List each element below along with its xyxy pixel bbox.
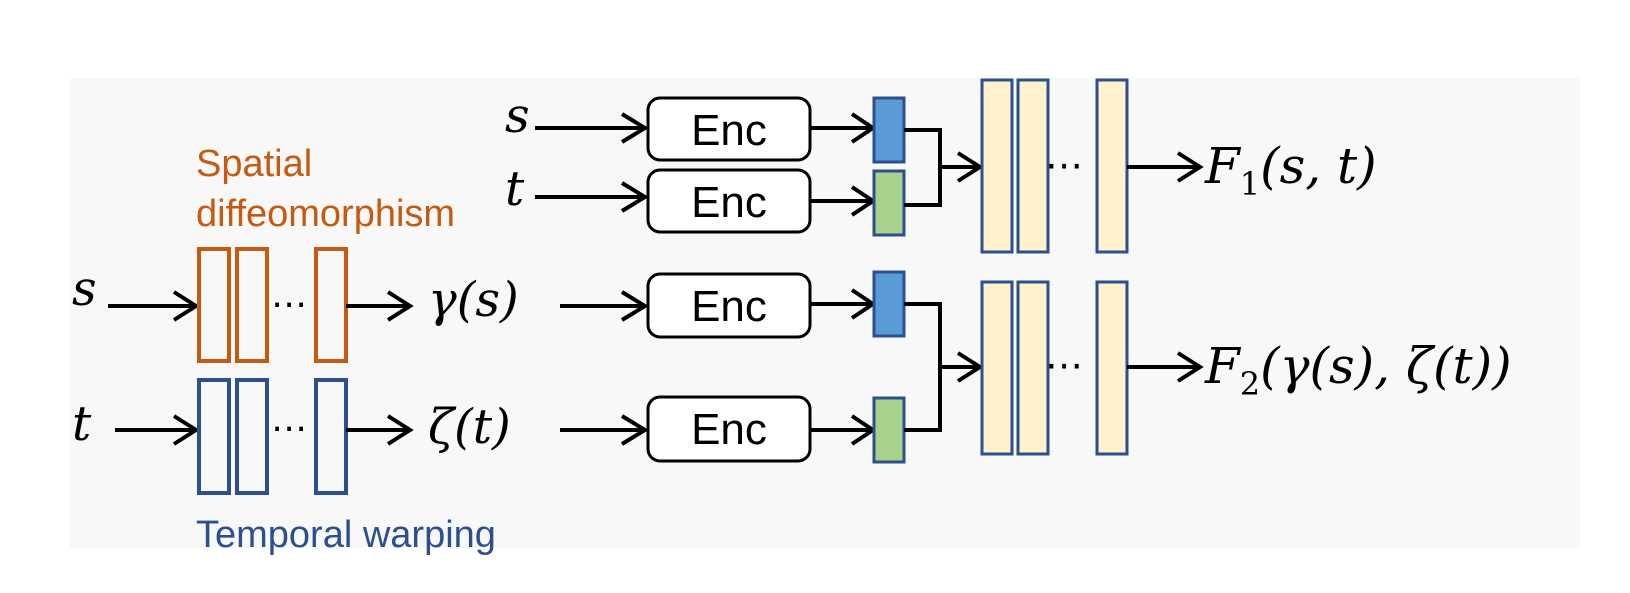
mlp-ellipsis: ⋯ [1045,145,1083,187]
concat-connector-bottom [904,302,984,432]
spatial-layer [197,247,231,363]
mlp-top: ⋯ [980,78,1129,254]
encoder-label: Enc [691,178,767,227]
input-s-bottom: s [72,261,97,317]
arrow-s-to-enc-top [535,112,649,144]
input-t-top: t [505,161,525,217]
spatial-feature-bottom [872,270,906,338]
mlp-layer [1016,280,1050,456]
mlp-bottom: ⋯ [980,280,1129,456]
encoder-t-top: Enc [646,168,812,234]
mlp-layer [980,78,1014,254]
warped-gamma-s: γ(s) [428,272,519,328]
background-panel [70,78,1580,548]
encoder-label: Enc [691,282,767,331]
temporal-feature-top [872,169,906,237]
temporal-warping-network: ⋯ [197,378,348,495]
mlp-layer [1095,78,1129,254]
arrow-mlp-to-f2 [1127,351,1204,383]
arrow-zeta-to-enc [560,414,649,446]
encoder-gamma: Enc [646,272,812,339]
spatial-label-line1: Spatial [196,143,312,185]
temporal-label: Temporal warping [196,514,496,556]
output-f2: F2(γ(s), ζ(t)) [1204,337,1512,403]
arrow-temporal-to-zeta [346,414,414,446]
mlp-layer [1016,78,1050,254]
mlp-layer [980,280,1014,456]
input-s-top: s [505,88,530,144]
encoder-zeta: Enc [646,395,812,463]
arrow-t-to-temporal [115,414,200,446]
spatial-label-line2: diffeomorphism [196,193,455,235]
arrow-s-to-spatial [108,290,200,322]
arrow-t-to-enc-top [535,181,649,213]
arrow-gamma-to-enc [560,290,649,322]
temporal-layer [197,378,231,495]
warped-zeta-t: ζ(t) [428,399,511,455]
mlp-ellipsis: ⋯ [1045,345,1083,387]
encoder-label: Enc [691,106,767,155]
temporal-layer [235,378,269,495]
encoder-label: Enc [691,405,767,454]
temporal-ellipsis: ⋯ [271,407,307,448]
spatial-feature-top [872,96,906,164]
input-t-bottom: t [72,396,92,452]
encoder-s-top: Enc [646,96,812,162]
output-f1: F1(s, t) [1204,137,1377,203]
spatial-layer [235,247,269,363]
arrow-spatial-to-gamma [346,290,414,322]
arrow-mlp-to-f1 [1127,151,1204,183]
concat-connector-top [904,128,984,207]
temporal-feature-bottom [872,396,906,464]
spatial-ellipsis: ⋯ [271,283,307,324]
temporal-layer [314,378,348,495]
mlp-layer [1095,280,1129,456]
